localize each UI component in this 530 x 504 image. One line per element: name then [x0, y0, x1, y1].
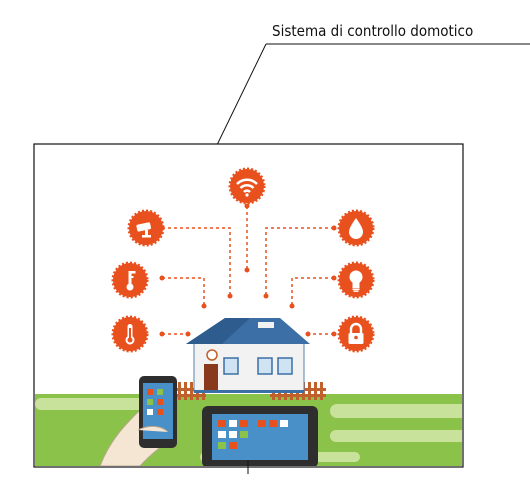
thermometer-icon — [111, 315, 149, 353]
smartphone-in-hand — [99, 376, 177, 466]
lightbulb-icon — [337, 261, 375, 299]
connector-dots — [159, 203, 337, 337]
security-camera-icon — [127, 209, 165, 247]
padlock-icon — [337, 315, 375, 353]
thermostat-dial-icon — [111, 261, 149, 299]
callout-label: Sistema di controllo domotico — [272, 22, 473, 40]
connector-lines — [162, 206, 334, 335]
water-drop-icon — [337, 209, 375, 247]
grass-stripe — [330, 430, 462, 442]
tablet — [202, 406, 318, 466]
grass-stripe — [35, 398, 155, 410]
wifi-icon — [228, 167, 266, 205]
grass-stripe — [330, 404, 462, 418]
house — [186, 318, 310, 393]
